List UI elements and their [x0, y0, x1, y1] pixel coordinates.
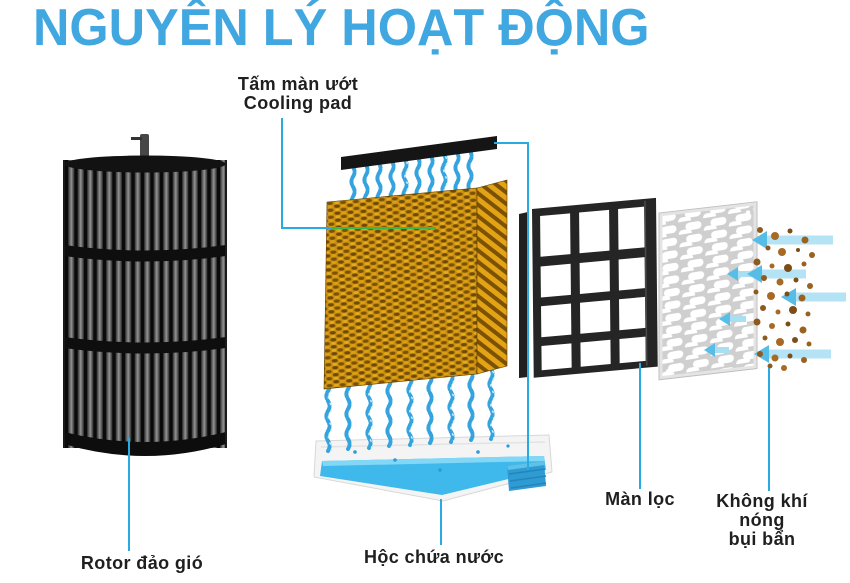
label-rotor: Rotor đảo gió — [80, 553, 204, 573]
label-water-tank: Hộc chứa nước — [363, 547, 505, 567]
cooling-pad-illustration — [323, 179, 508, 390]
page-title: NGUYÊN LÝ HOẠT ĐỘNG — [33, 0, 650, 57]
air-grille-illustration — [519, 197, 658, 378]
water-distribution-bar — [341, 136, 497, 170]
label-filter: Màn lọc — [605, 489, 675, 509]
rotor-illustration — [63, 134, 227, 456]
airflow-arrows-on-filter — [704, 267, 754, 357]
label-cooling-pad: Tấm màn ướt Cooling pad — [238, 75, 358, 113]
dust-particles — [753, 227, 815, 371]
water-pipe-line — [494, 142, 529, 470]
label-cooling-pad-vi: Tấm màn ướt — [237, 74, 359, 94]
hot-dusty-air-illustration — [747, 227, 846, 371]
water-pump — [507, 461, 547, 491]
label-hot-air: Không khí nóng bụi bẩn — [716, 491, 808, 549]
water-tank-illustration — [313, 434, 553, 502]
leader-lines — [128, 118, 770, 551]
label-cooling-pad-en: Cooling pad — [243, 93, 353, 113]
dust-filter-illustration — [658, 201, 758, 381]
bottom-water-drips — [324, 367, 510, 472]
